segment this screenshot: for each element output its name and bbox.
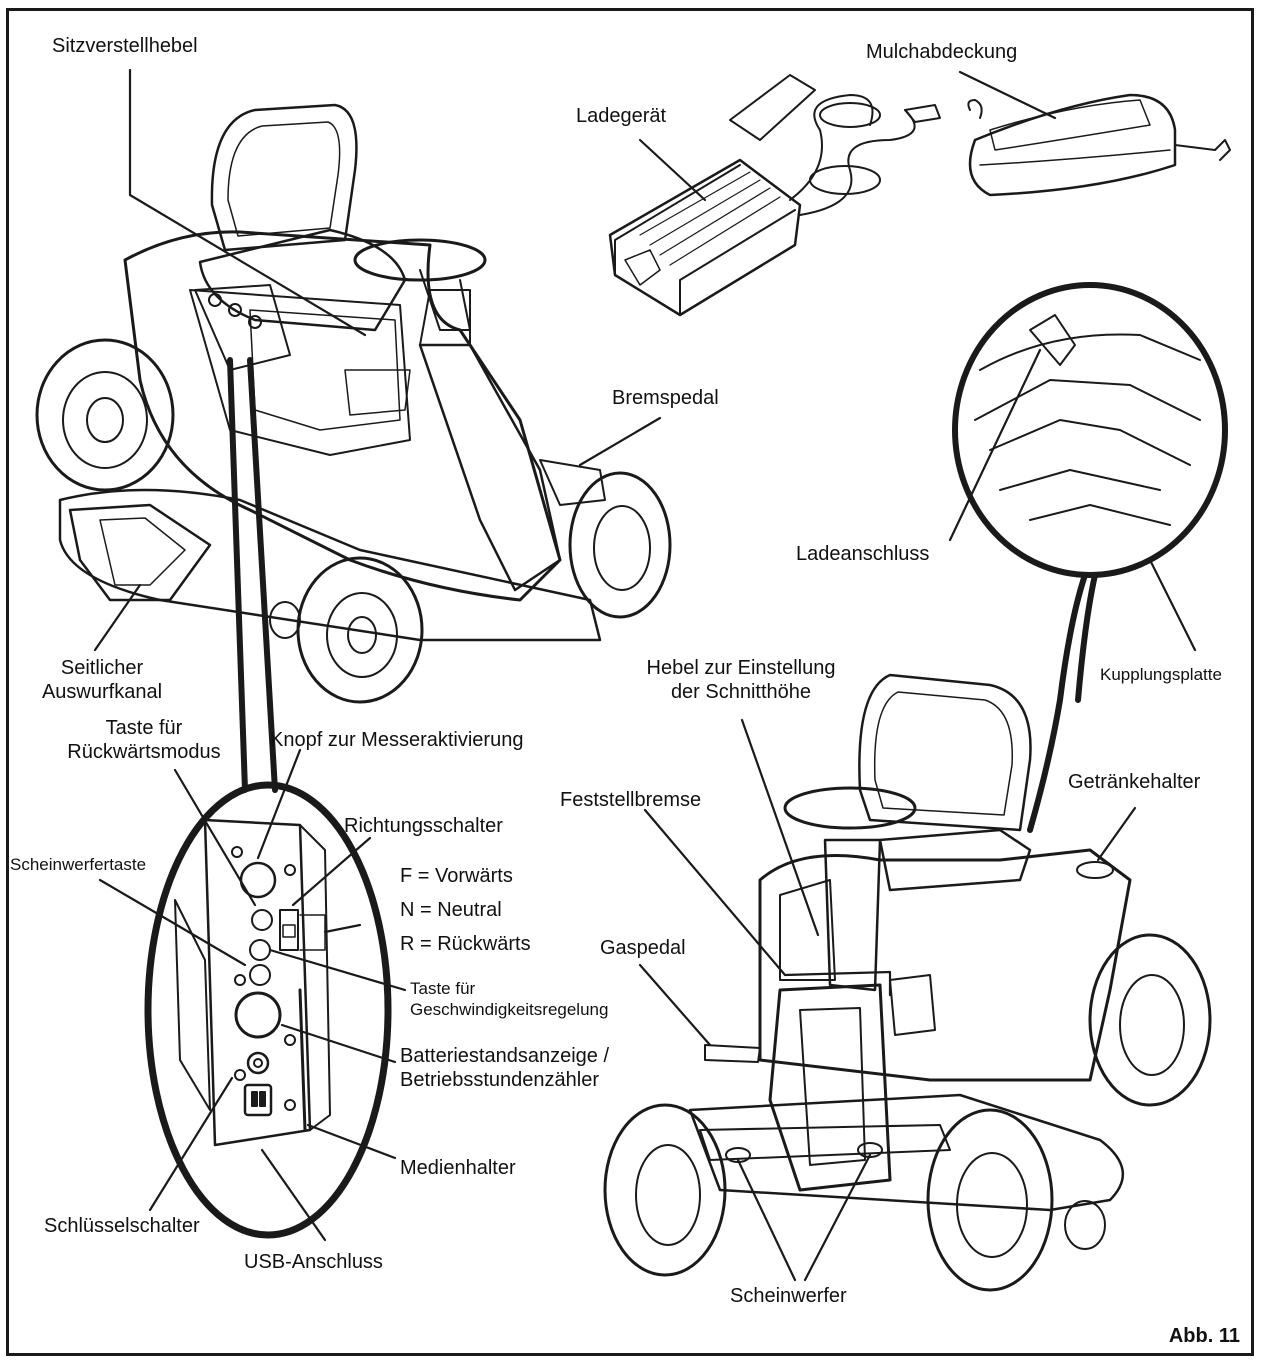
top-border-gap-left [190,0,530,8]
label-reverse-button: Taste für Rückwärtsmodus [44,716,244,764]
label-blade-knob: Knopf zur Messeraktivierung [270,729,524,751]
charging-port-detail-circle [952,282,1228,833]
label-speed-button: Taste für Geschwindigkeitsregelung [410,978,608,1020]
label-cut-height: Hebel zur Einstellung der Schnitthöhe [616,656,866,704]
label-side-discharge-line1: Seitlicher [60,657,144,679]
label-side-discharge: Seitlicher Auswurfkanal [32,656,172,704]
label-side-discharge-line2: Auswurfkanal [41,681,163,703]
label-usb: USB-Anschluss [244,1251,383,1273]
label-headlight-button: Scheinwerfertaste [10,855,147,874]
control-panel-detail-oval [144,357,392,1239]
label-battery-indicator-line2: Betriebsstundenzähler [400,1069,600,1091]
label-charging-port: Ladeanschluss [796,543,930,565]
top-border-gap-right [700,0,1020,8]
label-brake-pedal: Bremspedal [612,387,719,409]
label-seat-lever: Sitzverstellhebel [52,35,198,57]
mulch-cover-illustration [967,93,1231,197]
mower-front-view [603,673,1212,1292]
label-speed-button-line2: Geschwindigkeitsregelung [410,1000,609,1019]
label-charger: Ladegerät [576,105,667,127]
charger-illustration [608,74,941,317]
label-parking-brake: Feststellbremse [560,789,702,811]
label-cut-height-line2: der Schnitthöhe [670,681,812,703]
label-reverse: R = Rückwärts [400,933,531,955]
label-neutral: N = Neutral [400,899,502,921]
figure-label: Abb. 11 [1168,1325,1240,1347]
label-reverse-button-line1: Taste für [105,717,183,739]
label-direction-switch: Richtungsschalter [344,815,503,837]
label-battery-indicator: Batteriestandsanzeige / Betriebsstundenz… [400,1044,609,1092]
label-headlights: Scheinwerfer [730,1285,847,1307]
label-key-switch: Schlüsselschalter [44,1215,200,1237]
label-coupling-plate: Kupplungsplatte [1100,665,1222,684]
label-cup-holder: Getränkehalter [1068,771,1201,793]
mower-rear-view [35,103,672,704]
label-battery-indicator-line1: Batteriestandsanzeige / [400,1045,610,1067]
label-speed-button-line1: Taste für [410,979,476,998]
label-forward: F = Vorwärts [400,865,513,887]
label-media-holder: Medienhalter [400,1157,516,1179]
label-mulch-cover: Mulchabdeckung [866,41,1018,63]
leader-lines [93,68,1197,1282]
label-cut-height-line1: Hebel zur Einstellung [646,657,836,679]
label-accelerator: Gaspedal [600,937,686,959]
label-reverse-button-line2: Rückwärtsmodus [67,741,221,763]
